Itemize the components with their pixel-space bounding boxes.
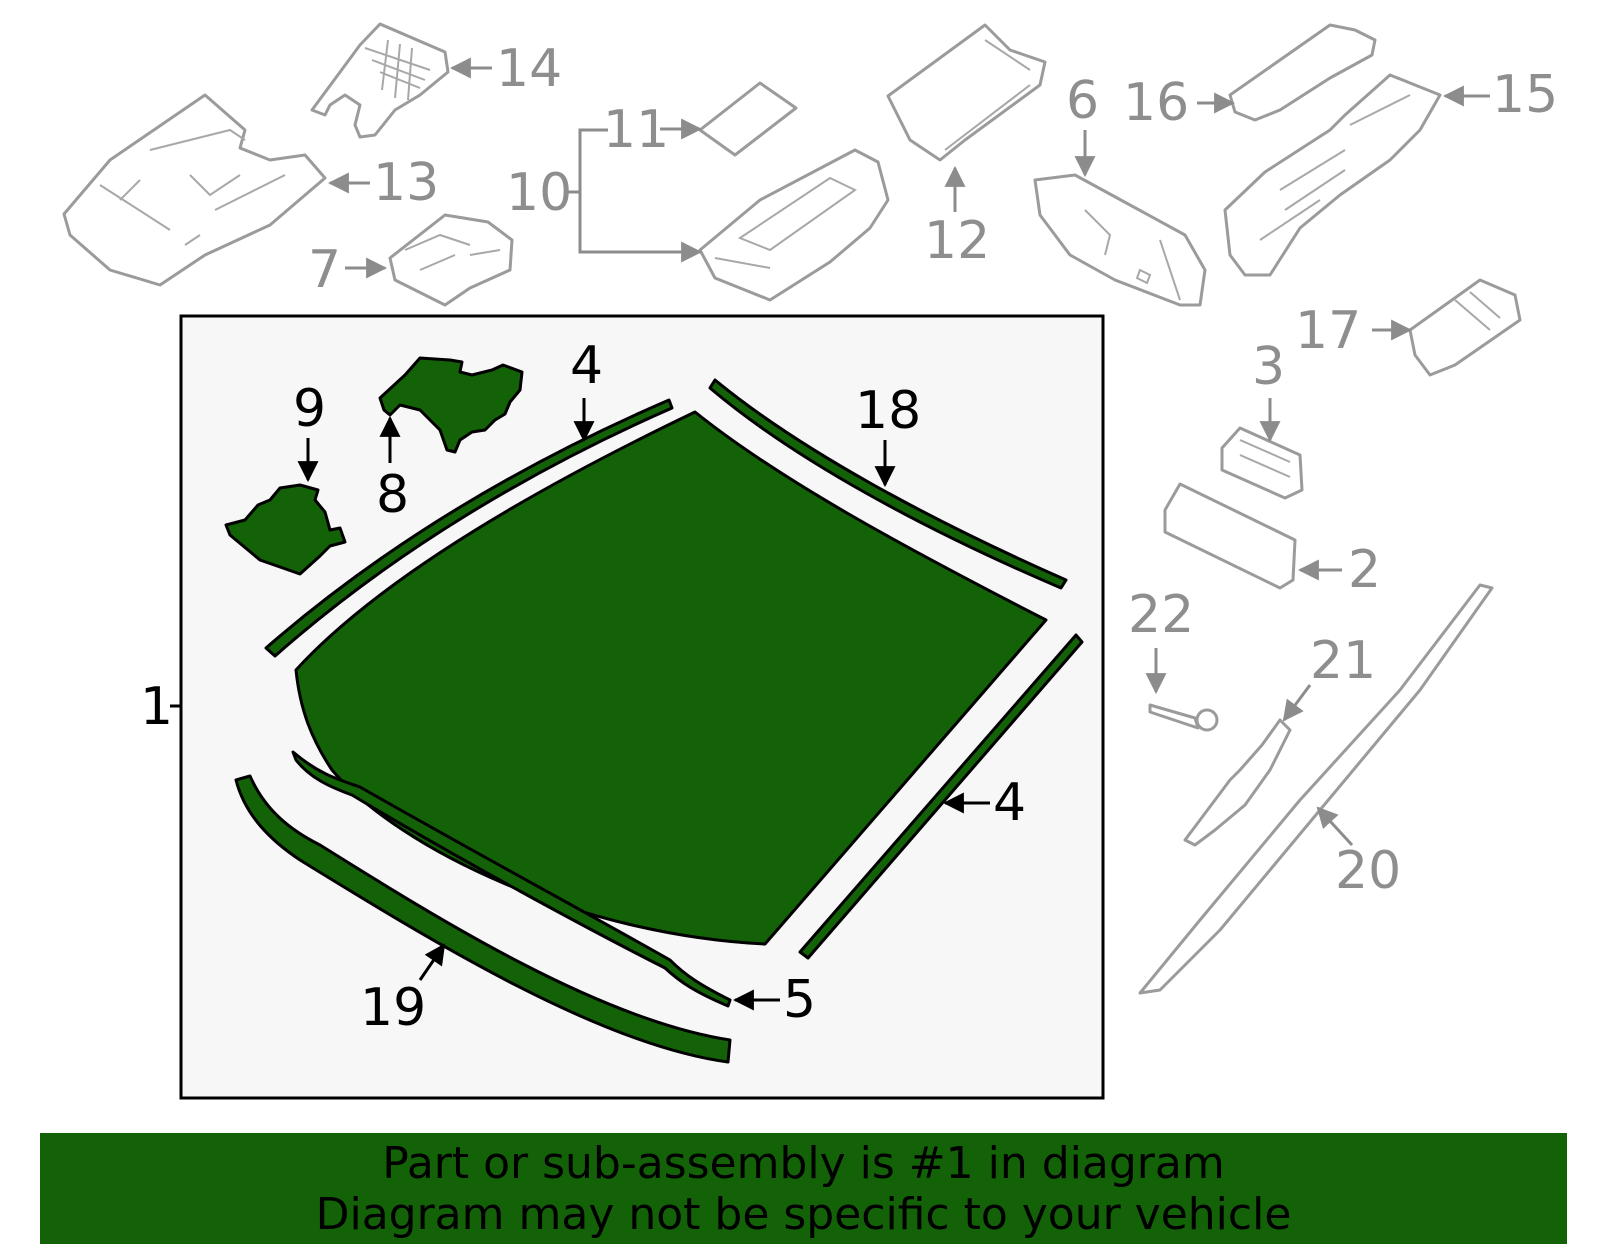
callout-14: 14 — [496, 39, 562, 99]
part-22-screw — [1148, 703, 1219, 732]
part-8-mount-bracket — [378, 356, 524, 454]
callout-12: 12 — [924, 211, 990, 271]
part-9-sensor-bracket — [224, 483, 347, 576]
part-12-cover — [886, 23, 1047, 162]
callout-21: 21 — [1310, 631, 1376, 691]
part-19-lower-molding — [234, 774, 732, 1064]
callout-1: 1 — [140, 677, 173, 737]
callout-10: 10 — [506, 163, 572, 223]
callout-16: 16 — [1123, 73, 1189, 133]
callout-8: 8 — [376, 465, 409, 525]
banner-line-2: Diagram may not be specific to your vehi… — [315, 1189, 1292, 1240]
part-16-trim — [1228, 23, 1377, 122]
part-20-molding — [1138, 583, 1494, 995]
callout-5: 5 — [783, 970, 816, 1030]
callout-20: 20 — [1335, 841, 1401, 901]
part-2-strip — [1163, 482, 1297, 590]
part-4-molding-right — [798, 633, 1084, 960]
callout-4-top: 4 — [570, 336, 603, 396]
callout-13: 13 — [373, 153, 439, 213]
part-6-mirror-housing — [1033, 173, 1207, 307]
part-7-module — [388, 213, 514, 307]
part-10-camera-housing — [698, 148, 890, 302]
callout-18: 18 — [855, 381, 921, 441]
part-3-clip — [1220, 426, 1304, 500]
part-18-molding-top — [708, 378, 1068, 590]
part-5-lower-strip — [291, 750, 732, 1008]
notice-banner: Part or sub-assembly is #1 in diagram Di… — [40, 1133, 1567, 1244]
callout-15: 15 — [1492, 65, 1558, 125]
part-11-sensor-pad — [698, 81, 798, 157]
callout-22: 22 — [1128, 585, 1194, 645]
callout-19: 19 — [360, 978, 426, 1038]
part-4-molding-left — [264, 398, 674, 658]
callout-11: 11 — [603, 100, 669, 160]
part-17-clip — [1408, 278, 1522, 377]
part-1-windshield-glass — [294, 410, 1048, 946]
callout-9: 9 — [293, 379, 326, 439]
part-14-bracket — [310, 22, 450, 139]
callout-7: 7 — [308, 240, 341, 300]
part-21-bracket — [1183, 718, 1292, 847]
callout-2: 2 — [1348, 540, 1381, 600]
part-15-housing — [1223, 73, 1442, 277]
callout-17: 17 — [1295, 301, 1361, 361]
part-13-overhead-console — [62, 93, 327, 287]
callout-6: 6 — [1066, 71, 1099, 131]
callout-3: 3 — [1252, 337, 1285, 397]
callout-4-right: 4 — [993, 773, 1026, 833]
banner-line-1: Part or sub-assembly is #1 in diagram — [382, 1138, 1225, 1189]
